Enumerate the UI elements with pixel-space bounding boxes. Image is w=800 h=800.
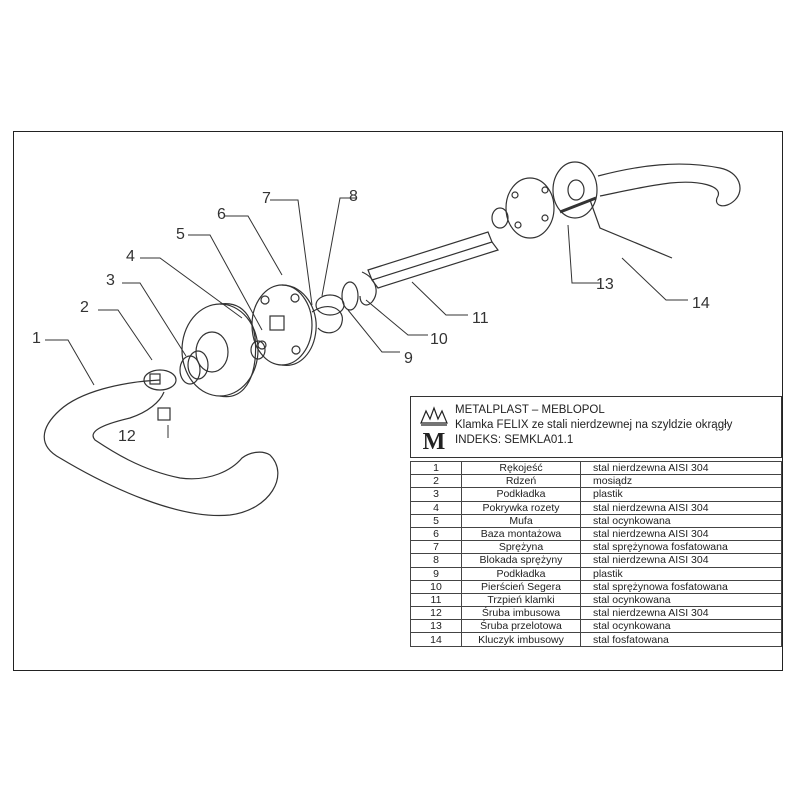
part-number: 6 — [410, 526, 462, 542]
part-number: 8 — [410, 553, 462, 568]
mounting-base — [251, 284, 317, 366]
part-name: Baza montażowa — [461, 526, 581, 542]
part-name: Mufa — [461, 513, 581, 528]
part-number: 10 — [410, 579, 462, 594]
callout-10: 10 — [430, 331, 448, 348]
rose-right — [491, 161, 598, 239]
product-index: INDEKS: SEMKLA01.1 — [455, 434, 574, 446]
part-number: 13 — [410, 619, 462, 634]
part-material: stal ocynkowana — [580, 513, 782, 528]
company-name: METALPLAST – MEBLOPOL — [455, 404, 605, 416]
part-number: 7 — [410, 540, 462, 555]
part-name: Blokada sprężyny — [461, 553, 581, 568]
part-number: 5 — [410, 513, 462, 528]
part-name: Kluczyk imbusowy — [461, 632, 581, 647]
part-number: 14 — [410, 632, 462, 647]
part-material: stal nierdzewna AISI 304 — [580, 553, 782, 568]
spindle — [367, 231, 499, 289]
hex-key — [589, 199, 673, 259]
drawing-frame — [13, 131, 783, 671]
part-material: stal sprężynowa fosfatowana — [580, 579, 782, 594]
callout-11: 11 — [472, 310, 489, 327]
callout-9: 9 — [404, 350, 413, 367]
part-material: stal nierdzewna AISI 304 — [580, 500, 782, 515]
part-name: Rękojeść — [461, 460, 581, 476]
part-name: Śruba przelotowa — [461, 619, 581, 634]
part-material: stal ocynkowana — [580, 619, 782, 634]
spring-lock — [315, 294, 345, 316]
part-material: stal nierdzewna AISI 304 — [580, 460, 782, 476]
callout-3: 3 — [106, 272, 115, 289]
part-name: Podkładka — [461, 566, 581, 581]
callout-1: 1 — [32, 330, 41, 347]
title-block: M METALPLAST – MEBLOPOL Klamka FELIX ze … — [410, 396, 782, 458]
part-number: 1 — [410, 460, 462, 476]
part-material: plastik — [580, 487, 782, 502]
part-number: 9 — [410, 566, 462, 581]
callout-2: 2 — [80, 299, 89, 316]
part-number: 11 — [410, 592, 462, 608]
part-name: Śruba imbusowa — [461, 606, 581, 621]
part-name: Rdzeń — [461, 474, 581, 489]
callout-5: 5 — [176, 226, 185, 243]
part-material: mosiądz — [580, 474, 782, 489]
spring — [311, 306, 343, 334]
part-material: stal nierdzewna AISI 304 — [580, 526, 782, 542]
handle-core — [143, 369, 177, 391]
part-name: Sprężyna — [461, 540, 581, 555]
crown-icon: M — [420, 406, 448, 453]
rose-cover — [181, 303, 259, 398]
part-material: stal fosfatowana — [580, 632, 782, 647]
callout-8: 8 — [349, 188, 358, 205]
set-screw — [157, 407, 171, 421]
part-number: 3 — [410, 487, 462, 502]
callout-7: 7 — [262, 190, 271, 207]
part-material: stal nierdzewna AISI 304 — [580, 606, 782, 621]
callout-13: 13 — [596, 276, 614, 293]
part-material: plastik — [580, 566, 782, 581]
part-material: stal sprężynowa fosfatowana — [580, 540, 782, 555]
part-number: 4 — [410, 500, 462, 515]
callout-12: 12 — [118, 428, 136, 445]
part-name: Podkładka — [461, 487, 581, 502]
callout-4: 4 — [126, 248, 135, 265]
logo-letter: M — [423, 429, 446, 453]
lever-handle-right — [597, 163, 741, 207]
lever-handle — [43, 379, 279, 517]
washer-9 — [341, 281, 359, 311]
part-material: stal ocynkowana — [580, 592, 782, 608]
part-name: Pierścień Segera — [461, 579, 581, 594]
circlip — [359, 271, 377, 306]
part-number: 12 — [410, 606, 462, 621]
washer-3b — [187, 350, 209, 380]
callout-14: 14 — [692, 295, 710, 312]
callout-6: 6 — [217, 206, 226, 223]
leader-lines — [45, 197, 688, 438]
part-name: Trzpień klamki — [461, 592, 581, 608]
part-name: Pokrywka rozety — [461, 500, 581, 515]
part-number: 2 — [410, 474, 462, 489]
product-description: Klamka FELIX ze stali nierdzewnej na szy… — [455, 419, 733, 431]
sleeve — [250, 340, 266, 360]
